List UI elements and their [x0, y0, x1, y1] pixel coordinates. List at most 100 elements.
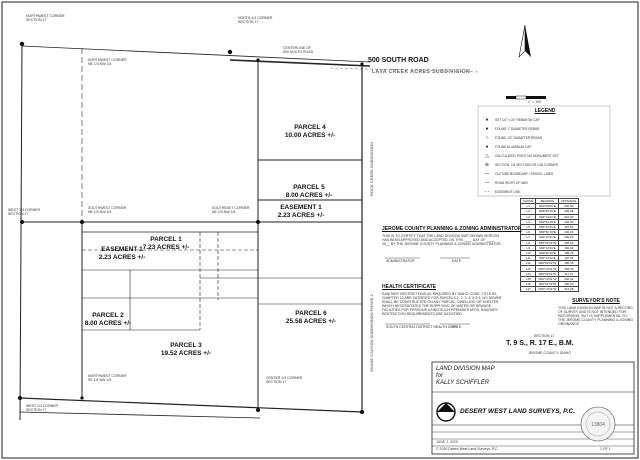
county-admin-date: DATE — [452, 259, 462, 263]
legend-item: ● FOUND ALUMINUM CAP — [482, 142, 608, 151]
table-cell: L17 — [519, 286, 537, 293]
company-logo — [436, 402, 456, 422]
surveyor-note-text: THIS LAND DIVISION MAP IS NOT A RECORD O… — [558, 306, 633, 326]
filled-circle-icon: ● — [485, 143, 489, 150]
corner-monument — [360, 410, 364, 414]
dashed-line-icon: - - — [484, 188, 490, 195]
subdivision-name: LAVA CREEK ACRES SUBDIVISION — [372, 69, 471, 75]
legend-item: — ROAD RIGHT-OF-WAY — [482, 178, 608, 187]
company-name: DESERT WEST LAND SURVEYS, P.C. — [460, 408, 575, 415]
corner-monument — [256, 58, 260, 62]
scale-label: 1" = 100' — [528, 100, 542, 104]
corner-monument — [360, 62, 364, 66]
legend-item-label: SET 1/2" x 24" REBAR W/ CAP — [495, 117, 540, 122]
legend-item-label: ROAD RIGHT-OF-WAY — [495, 180, 529, 185]
table-cell: N89°52'19"E — [535, 208, 560, 215]
south-boundary — [19, 397, 363, 413]
table-cell: N00°13'41"W — [535, 286, 560, 293]
table-cell: N89°52'19"E — [535, 249, 560, 257]
table-cell: N00°13'41"W — [535, 265, 560, 272]
south-section-line — [19, 411, 261, 419]
legend-item: ●SET 1/2" x 24" REBAR W/ CAP — [482, 115, 608, 124]
surveyor-note-block: SURVEYOR'S NOTE THIS LAND DIVISION MAP I… — [558, 298, 634, 326]
health-date: DATE — [452, 325, 462, 329]
county-admin-text: THIS IS TO CERTIFY THAT THE LAND DIVISIO… — [382, 234, 502, 246]
legend: LEGEND ●SET 1/2" x 24" REBAR W/ CAP●FOUN… — [482, 108, 608, 196]
table-cell: S00°13'41"E — [535, 213, 560, 220]
legend-item: ⊕ SECTION, 1/4 SECTION OR 1/16 CORNER — [482, 160, 608, 169]
health-text: SANITARY RESTRICTIONS AS REQUIRED BY IDA… — [382, 292, 502, 316]
line-icon: — — [484, 179, 490, 186]
legend-item: —OUTSIDE BOUNDARY / PARCEL LINES — [482, 169, 608, 178]
corner-monument — [19, 41, 25, 47]
table-cell: S00°13'41"E — [535, 223, 560, 231]
legend-item-label: FOUND 1/2" DIAMETER REBAR — [495, 135, 543, 140]
legend-item-label: SECTION, 1/4 SECTION OR 1/16 CORNER — [495, 162, 558, 167]
corner-monument — [80, 396, 84, 400]
health-title: HEALTH CERTIFICATE — [382, 284, 436, 290]
road-name: 500 SOUTH ROAD — [368, 57, 429, 64]
location-section: SECTION 17 — [534, 334, 555, 338]
svg-text:13804: 13804 — [591, 422, 605, 428]
table-cell: N00°13'41"W — [535, 275, 560, 283]
table-cell: S00°13'41"E — [535, 244, 560, 251]
legend-title: LEGEND — [534, 108, 556, 114]
location-township: T. 9 S., R. 17 E., B.M. — [506, 340, 574, 347]
legend-item-label: FOUND ALUMINUM CAP — [495, 144, 532, 149]
corner-monument — [20, 220, 24, 224]
surveyor-note-title: SURVEYOR'S NOTE — [572, 298, 620, 304]
section-line-west — [19, 43, 23, 421]
table-cell: S00°13'41"E — [535, 234, 560, 241]
table-cell: S00°13'41"E — [535, 255, 560, 262]
legend-box — [477, 105, 611, 197]
county-admin-title: JEROME COUNTY PLANNING & ZONING ADMINIST… — [382, 226, 522, 232]
corner-monument — [18, 396, 22, 400]
scale-bar — [506, 95, 546, 100]
table-cell: S89°52'19"W — [535, 260, 560, 267]
legend-item-label: CALCULATED POINT NO MONUMENT SET — [495, 153, 559, 158]
filled-circle-icon: ● — [485, 125, 489, 132]
corner-monument — [256, 220, 260, 224]
subdivision-east-name: SNAKE CANYON SUBDIVISION PHASE 2 — [369, 294, 374, 372]
legend-item-label: OUTSIDE BOUNDARY / PARCEL LINES — [495, 171, 554, 176]
legend-item: ○ FOUND 1/2" DIAMETER REBAR — [482, 133, 608, 142]
health-certificate-block: HEALTH CERTIFICATE SANITARY RESTRICTIONS… — [382, 284, 502, 316]
title-date: JUNE 2, 2020 — [436, 440, 458, 444]
north-arrow — [518, 24, 531, 58]
table-cell: N00°00'00"E — [535, 203, 560, 210]
table-cell: N89°52'19"E — [535, 229, 560, 236]
health-signature: SOUTH CENTRAL DISTRICT HEALTH DEPT. — [386, 325, 458, 329]
title-block-box — [431, 361, 635, 455]
section-corner-icon: ⊕ — [484, 161, 490, 168]
open-circle-icon: ○ — [485, 134, 489, 141]
table-cell: N89°52'19"E — [535, 218, 560, 225]
corner-monument — [227, 49, 233, 55]
